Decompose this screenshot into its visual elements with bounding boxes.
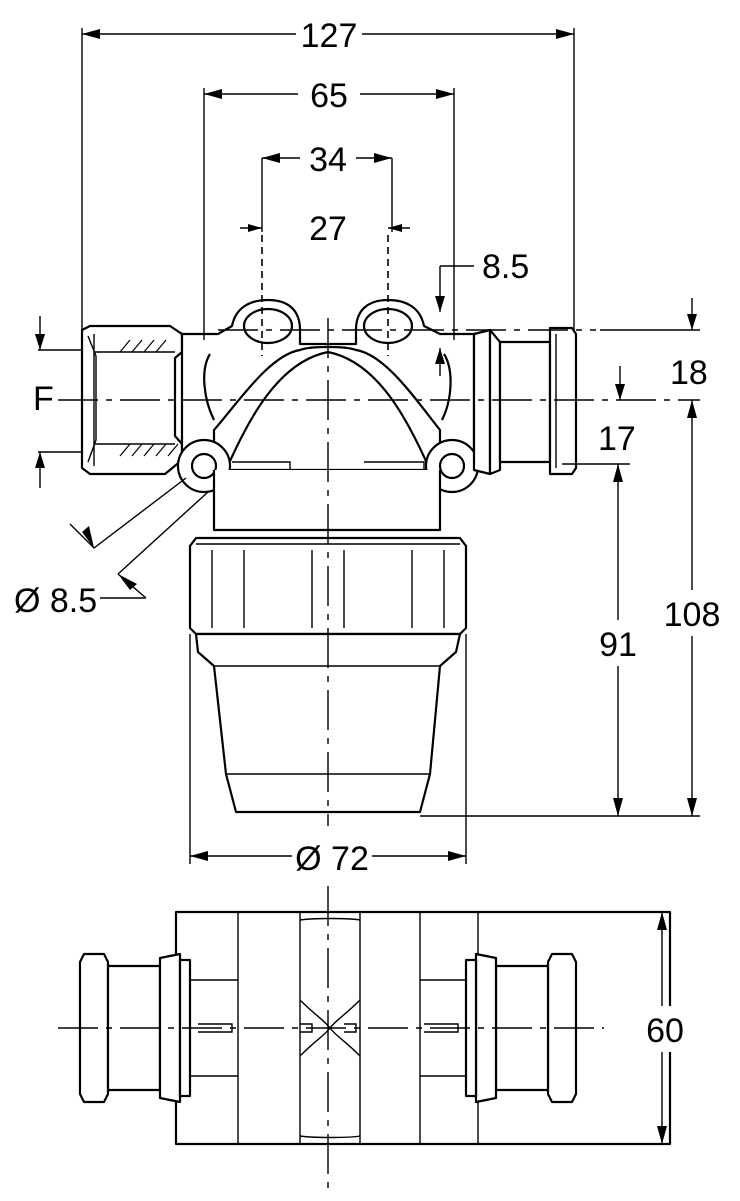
front-dimensions: 127 65 34 27 8.5 18 17 F 91 [14,17,722,878]
outlet-union [472,326,578,476]
dim-hole-diameter: Ø 8.5 [14,582,97,620]
front-center-lines [58,235,700,826]
bottom-center-lines [58,886,604,1196]
dim-mount-spacing: 65 [310,77,348,115]
dim-bolt-outer: 34 [309,141,347,179]
dim-axis-to-bottom: 108 [664,596,721,634]
bottom-dimensions: 60 [600,912,688,1145]
dim-axis-to-holes: 17 [598,420,636,458]
dim-bowl-diameter: Ø 72 [295,840,369,878]
dim-bolt-inner: 27 [309,210,347,248]
dim-holes-to-bottom: 91 [599,626,637,664]
flow-marker: F [33,380,54,418]
dim-overall-width: 127 [301,17,358,55]
dim-bottom-view-width: 60 [646,1012,684,1050]
dim-slot-offset: 8.5 [482,248,529,286]
dim-top-to-axis: 18 [670,354,708,392]
front-view [80,298,578,814]
